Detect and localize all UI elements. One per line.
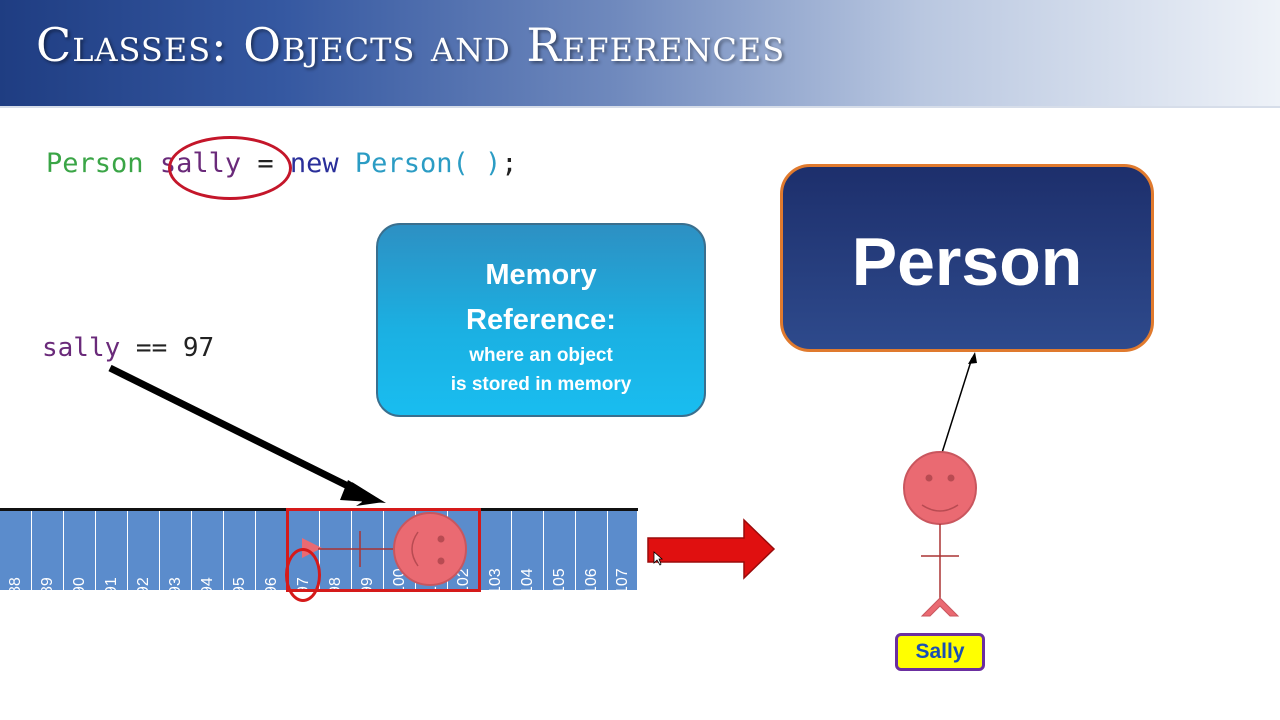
- address-highlight-circle: [285, 548, 321, 602]
- eq-variable: sally: [42, 333, 121, 363]
- memory-cell: 104: [512, 511, 544, 595]
- memory-cell: 88: [0, 511, 32, 595]
- memory-cell: 98: [320, 511, 352, 595]
- stored-figure-eye: [437, 557, 445, 565]
- eq-operator: ==: [120, 333, 183, 363]
- memory-cell: 93: [160, 511, 192, 595]
- person-smile: [921, 504, 959, 512]
- memory-cell: 92: [128, 511, 160, 595]
- stored-figure-head-icon: [393, 512, 467, 586]
- person-head-icon: [903, 451, 977, 525]
- memory-cell: 106: [576, 511, 608, 595]
- callout-subtitle-line2: is stored in memory: [450, 374, 632, 395]
- callout-title-line2: Reference:: [466, 304, 616, 336]
- person-figure: [903, 352, 977, 617]
- memory-cell: 89: [32, 511, 64, 595]
- person-to-class-arrow: [940, 357, 973, 457]
- person-to-class-arrowhead: [968, 352, 977, 364]
- memory-cell: 105: [544, 511, 576, 595]
- memory-cell: 95: [224, 511, 256, 595]
- class-box: Person: [780, 164, 1154, 352]
- object-memory-frame: [286, 508, 481, 592]
- code-constructor: Person( ): [354, 148, 502, 179]
- mouse-cursor-icon: [653, 551, 664, 566]
- class-label: Person: [851, 224, 1083, 300]
- person-eye: [947, 474, 955, 482]
- callout-title: Memory Reference:: [378, 253, 704, 343]
- variable-highlight-circle: [168, 136, 292, 200]
- memory-cell: 90: [64, 511, 96, 595]
- person-eye: [925, 474, 933, 482]
- memory-cell: 96: [256, 511, 288, 595]
- eq-value: 97: [182, 333, 215, 363]
- memory-cell: 99: [352, 511, 384, 595]
- big-red-arrow-icon: [647, 518, 776, 580]
- memory-cell: 107: [608, 511, 638, 595]
- memory-cell: 103: [480, 511, 512, 595]
- callout-title-line1: Memory: [485, 259, 597, 291]
- memory-cell: 91: [96, 511, 128, 595]
- callout-subtitle: where an object is stored in memory: [378, 341, 704, 399]
- memory-cell: 94: [192, 511, 224, 595]
- code-end: ;: [501, 148, 518, 179]
- slide-title: Classes: Objects and References: [36, 18, 786, 72]
- equality-statement: sally == 97: [42, 333, 214, 363]
- reference-arrow-head-fill: [340, 480, 386, 503]
- title-bar: Classes: Objects and References: [0, 0, 1280, 108]
- callout-subtitle-line1: where an object: [469, 345, 613, 366]
- stored-figure-smile: [411, 531, 419, 567]
- stored-figure-eye: [437, 535, 445, 543]
- person-feet-icon: [920, 597, 960, 617]
- memory-reference-callout: Memory Reference: where an object is sto…: [376, 223, 706, 417]
- code-keyword: new: [289, 148, 339, 179]
- code-type: Person: [46, 148, 144, 179]
- reference-arrow-shaft: [108, 364, 364, 497]
- object-name-tag: Sally: [895, 633, 985, 671]
